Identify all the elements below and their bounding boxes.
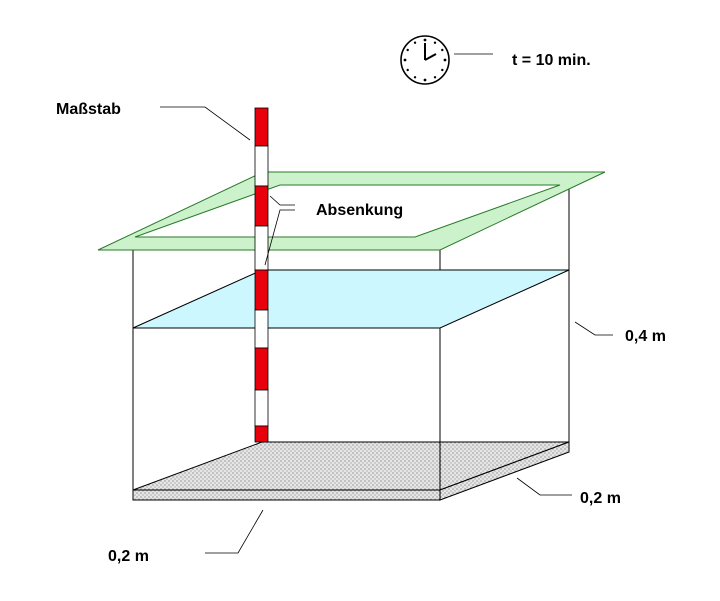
leader-lines xyxy=(160,53,613,554)
ruler-label: Maßstab xyxy=(56,101,121,118)
clock-icon xyxy=(400,35,450,85)
leader-drawdown-upper xyxy=(269,195,295,206)
drawdown-label: Absenkung xyxy=(316,202,403,219)
height-label: 0,4 m xyxy=(625,328,666,345)
soil-base xyxy=(132,441,570,501)
leader-drawdown-lower xyxy=(264,209,295,266)
water-surface xyxy=(132,269,570,329)
time-label: t = 10 min. xyxy=(512,52,591,69)
top-frame xyxy=(97,171,606,251)
width-label: 0,2 m xyxy=(108,548,149,565)
leader-ruler xyxy=(160,106,251,141)
leader-depth xyxy=(516,477,572,496)
leader-height xyxy=(574,321,613,336)
measuring-rod xyxy=(254,107,269,443)
leader-width xyxy=(205,509,264,554)
depth-label: 0,2 m xyxy=(580,490,621,507)
